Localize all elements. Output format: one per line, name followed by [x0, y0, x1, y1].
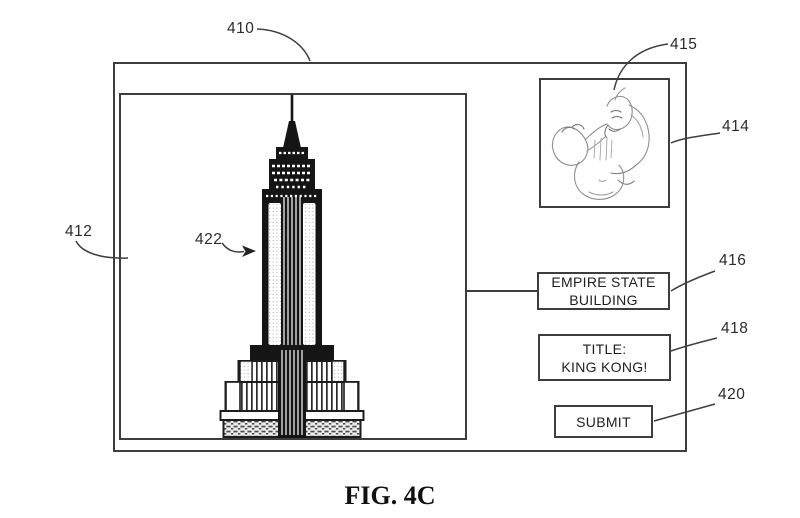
- submit-label: SUBMIT: [576, 413, 631, 430]
- callout-410: 410: [227, 20, 255, 37]
- callout-422: 422: [195, 231, 223, 248]
- image-panel: [119, 93, 467, 440]
- callout-415: 415: [670, 36, 698, 53]
- callout-414: 414: [722, 118, 750, 135]
- callout-418: 418: [721, 320, 749, 337]
- title-text-box: TITLE: KING KONG!: [538, 334, 671, 381]
- entity-name-box: EMPIRE STATE BUILDING: [537, 272, 670, 310]
- title-line2: KING KONG!: [561, 358, 648, 375]
- king-kong-sketch: [551, 87, 650, 200]
- callout-412: 412: [65, 223, 93, 240]
- leader-410: [256, 28, 311, 62]
- title-line1: TITLE:: [582, 340, 627, 357]
- thumbnail-box: [539, 78, 670, 208]
- callout-416: 416: [719, 252, 747, 269]
- entity-name-line1: EMPIRE STATE: [551, 274, 656, 290]
- connector-line: [465, 290, 538, 292]
- submit-button: SUBMIT: [554, 405, 653, 438]
- callout-420: 420: [718, 386, 746, 403]
- empire-state-building-illustration: [219, 95, 365, 438]
- entity-name-line2: BUILDING: [569, 292, 638, 308]
- figure-caption: FIG. 4C: [344, 481, 436, 510]
